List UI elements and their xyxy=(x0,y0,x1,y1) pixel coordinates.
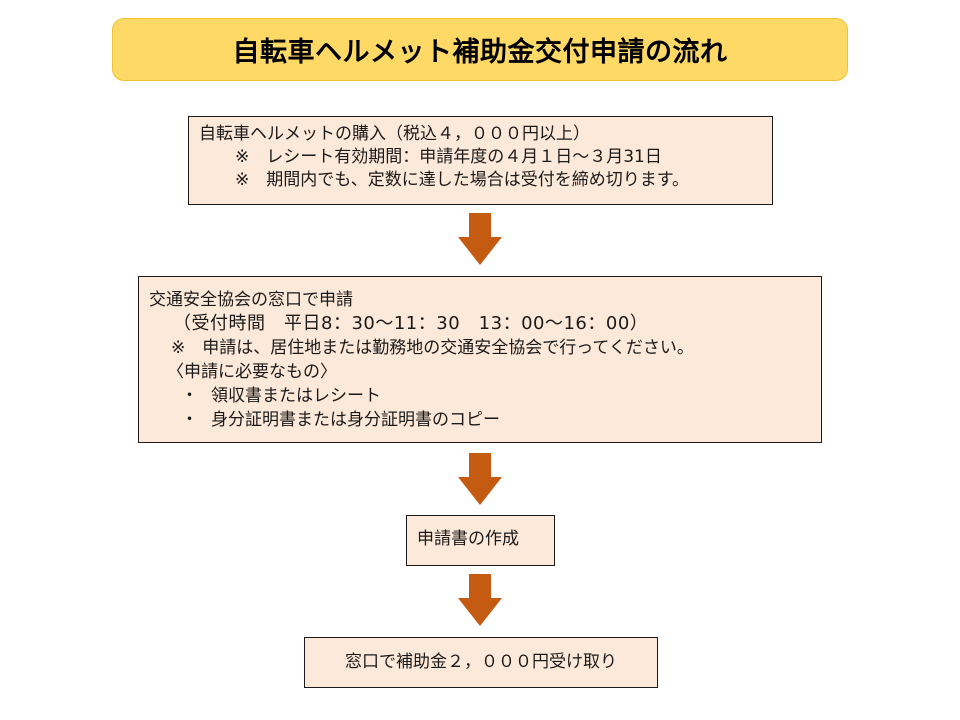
step-purchase-heading: 自転車ヘルメットの購入（税込４，０００円以上） xyxy=(199,124,590,144)
step-create-form-label: 申請書の作成 xyxy=(417,529,519,549)
step-create-form-box: 申請書の作成 xyxy=(406,515,555,566)
required-item-label: 身分証明書または身分証明書のコピー xyxy=(211,410,500,430)
step-purchase-note-quota: ※ 期間内でも、定数に達した場合は受付を締め切ります。 xyxy=(235,170,690,190)
down-arrow-icon xyxy=(458,453,502,505)
step-apply-box: 交通安全協会の窓口で申請 （受付時間 平日8：30～11：30 13：00～16… xyxy=(138,276,822,443)
step-receive-box: 窓口で補助金２，０００円受け取り xyxy=(304,637,658,688)
bullet-icon: ・ xyxy=(181,410,198,430)
page-title: 自転車ヘルメット補助金交付申請の流れ xyxy=(232,37,728,68)
required-item: ・領収書またはレシート xyxy=(149,384,821,408)
step-apply-note: ※ 申請は、居住地または勤務地の交通安全協会で行ってください。 xyxy=(171,338,694,358)
required-item: ・身分証明書または身分証明書のコピー xyxy=(149,408,821,432)
required-items-heading: 〈申請に必要なもの〉 xyxy=(167,362,337,382)
title-banner: 自転車ヘルメット補助金交付申請の流れ xyxy=(112,18,848,81)
down-arrow-icon xyxy=(458,574,502,626)
step-apply-hours: （受付時間 平日8：30～11：30 13：00～16：00） xyxy=(173,313,649,334)
step-purchase-note-receipt-period: ※ レシート有効期間：申請年度の４月１日～３月31日 xyxy=(235,147,662,167)
bullet-icon: ・ xyxy=(181,386,198,406)
step-purchase-box: 自転車ヘルメットの購入（税込４，０００円以上） ※ レシート有効期間：申請年度の… xyxy=(188,116,773,205)
required-item-label: 領収書またはレシート xyxy=(211,386,381,406)
down-arrow-icon xyxy=(458,213,502,265)
step-apply-heading: 交通安全協会の窓口で申請 xyxy=(149,290,353,310)
step-receive-label: 窓口で補助金２，０００円受け取り xyxy=(345,652,617,672)
